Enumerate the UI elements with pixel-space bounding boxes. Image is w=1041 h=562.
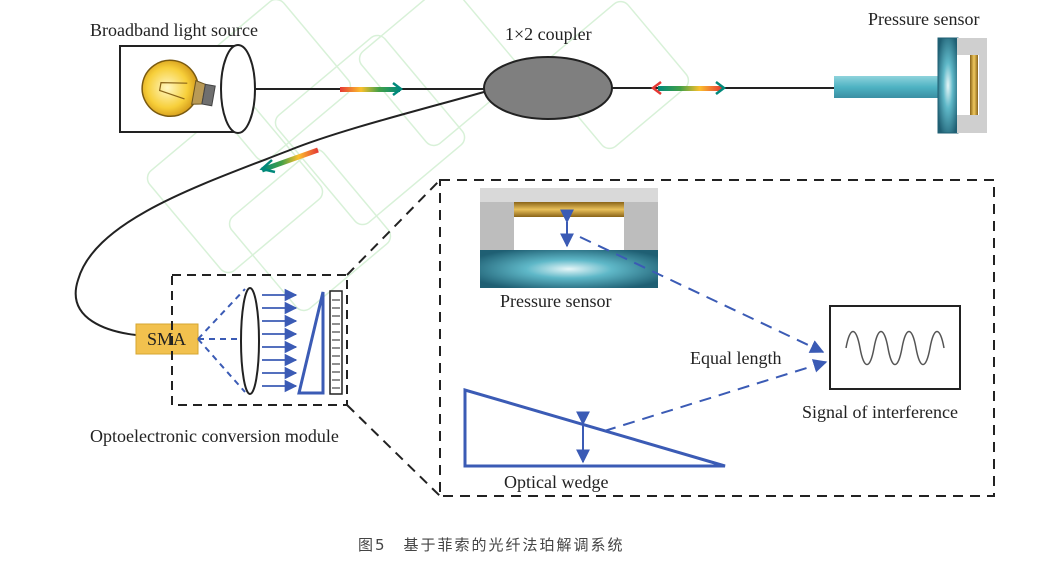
optoelectronic-module-box (171, 274, 348, 406)
zoom-guide-top (346, 179, 441, 276)
fiber-source-to-coupler (255, 82, 484, 96)
zoom-inset-box (439, 179, 995, 497)
equal-length-label: Equal length (690, 348, 781, 368)
broadband-light-source (119, 44, 256, 134)
broadband-light-source-label: Broadband light source (90, 20, 258, 40)
inset-pressure-sensor-label: Pressure sensor (500, 291, 611, 311)
detector-array-icon (329, 290, 343, 395)
collimated-beam-arrows (262, 288, 298, 393)
interference-wave (845, 330, 945, 366)
watermark-pattern (146, 0, 690, 312)
coupler-label: 1×2 coupler (505, 24, 592, 44)
fiber-coupler-to-sensor (612, 81, 836, 95)
lens-icon (240, 287, 260, 395)
return-arrow-icon (259, 159, 276, 174)
coupler (483, 56, 613, 120)
wedge-to-signal-dashed (584, 359, 828, 438)
signal-of-interference-label: Signal of interference (802, 402, 958, 422)
sma-label: SMA (147, 329, 186, 349)
sma-connector: SMA (135, 323, 199, 355)
signal-box (829, 305, 961, 390)
fiber-coupler-to-sma (74, 91, 485, 336)
optoelectronic-module-contents (197, 287, 343, 395)
detector-pixels (332, 299, 340, 389)
inset-optical-wedge (463, 387, 726, 468)
pressure-sensor (834, 37, 987, 134)
backward-arrow-icon (650, 81, 662, 95)
sensor-to-signal-dashed (579, 236, 825, 353)
figure-caption: 图5 基于菲索的光纤法珀解调系统 (358, 536, 625, 554)
inset-pressure-sensor (480, 188, 658, 288)
forward-arrow-icon (715, 81, 727, 95)
optical-wedge-label: Optical wedge (504, 472, 608, 492)
forward-arrow-icon (392, 82, 404, 96)
optoelectronic-module-label: Optoelectronic conversion module (90, 426, 339, 446)
zoom-guide-bottom (346, 404, 441, 497)
pressure-sensor-label: Pressure sensor (868, 9, 979, 29)
light-bulb-icon (141, 59, 216, 118)
optical-wedge-icon (297, 291, 325, 395)
